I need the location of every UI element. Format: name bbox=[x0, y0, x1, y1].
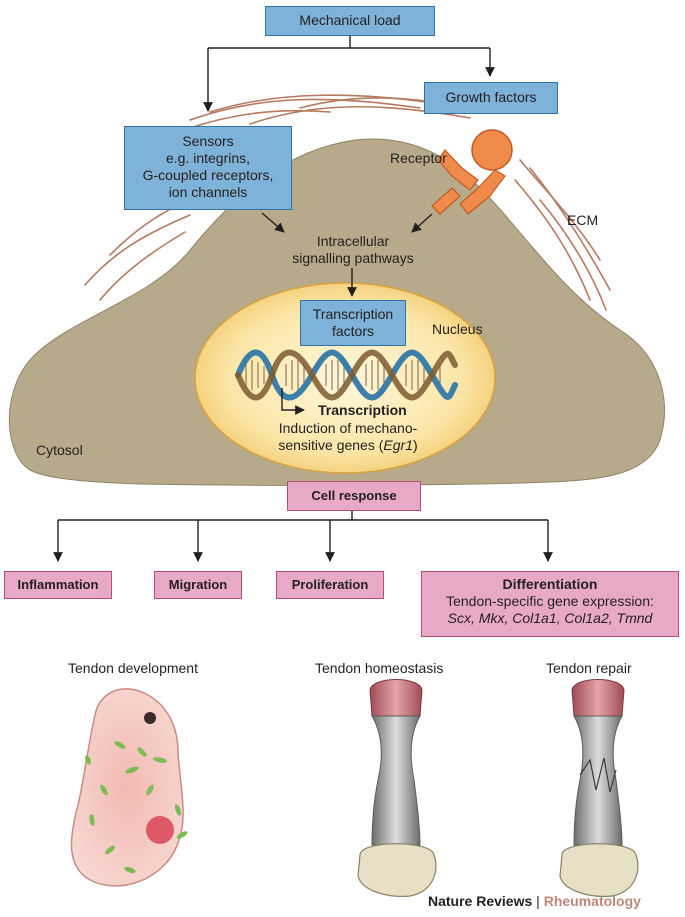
sensors-line-4: ion channels bbox=[168, 184, 248, 200]
induction-line-1: Induction of mechano- bbox=[278, 420, 418, 436]
gene-mkx: Mkx bbox=[478, 610, 505, 626]
sensors-line-1: Sensors bbox=[182, 133, 234, 149]
differentiation-text: Tendon-specific gene expression: bbox=[446, 593, 654, 609]
nucleus-label: Nucleus bbox=[432, 321, 483, 337]
cell-response-label: Cell response bbox=[311, 488, 397, 503]
gene-tmnd: Tmnd bbox=[616, 610, 653, 626]
induction-text: sensitive genes ( bbox=[278, 437, 384, 453]
credit-separator: | bbox=[536, 893, 540, 909]
nucleus-shape bbox=[194, 282, 496, 474]
cytosol-label: Cytosol bbox=[36, 442, 83, 458]
tendon-development-label: Tendon development bbox=[68, 660, 198, 676]
ecm-label: ECM bbox=[567, 212, 599, 228]
credit-section: Rheumatology bbox=[543, 893, 641, 909]
receptor-protein bbox=[431, 129, 513, 215]
sensors-box: Sensors e.g. integrins, G-coupled recept… bbox=[124, 126, 292, 210]
gene-col1a2: Col1a2 bbox=[564, 610, 609, 626]
induction-label: Induction of mechano- sensitive genes (E… bbox=[262, 420, 434, 454]
cell-response-box: Cell response bbox=[287, 481, 421, 511]
growth-factors-label: Growth factors bbox=[445, 89, 537, 105]
differentiation-title: Differentiation bbox=[502, 576, 598, 592]
transcription-arrow bbox=[281, 388, 305, 415]
transcription-factors-box: Transcription factors bbox=[300, 300, 406, 346]
transcription-factors-line-1: Transcription bbox=[312, 306, 394, 322]
gene-scx: Scx bbox=[447, 610, 471, 626]
intracellular-label: Intracellular signalling pathways bbox=[270, 233, 436, 267]
embryo-illustration bbox=[70, 688, 188, 887]
proliferation-box: Proliferation bbox=[276, 571, 384, 599]
tendon-repair-label: Tendon repair bbox=[546, 660, 632, 676]
tendon-homeostasis-illustration bbox=[357, 679, 437, 897]
differentiation-box: Differentiation Tendon-specific gene exp… bbox=[421, 571, 679, 637]
tendon-homeostasis-label: Tendon homeostasis bbox=[315, 660, 444, 676]
inflammation-box: Inflammation bbox=[4, 571, 112, 599]
sensors-line-2: e.g. integrins, bbox=[165, 150, 251, 166]
dna-helix bbox=[235, 349, 458, 401]
mechanical-load-box: Mechanical load bbox=[265, 6, 435, 36]
intracellular-line-1: Intracellular bbox=[316, 233, 390, 249]
mechanical-load-label: Mechanical load bbox=[299, 12, 401, 28]
transcription-label: Transcription bbox=[318, 402, 407, 418]
gene-list: Scx, Mkx, Col1a1, Col1a2, Tmnd bbox=[447, 610, 653, 626]
induction-close: ) bbox=[412, 437, 418, 453]
egr1-gene: Egr1 bbox=[383, 437, 413, 453]
migration-label: Migration bbox=[168, 577, 228, 592]
sensors-line-3: G-coupled receptors, bbox=[142, 167, 274, 183]
receptor-label: Receptor bbox=[390, 150, 447, 166]
gene-col1a1: Col1a1 bbox=[512, 610, 557, 626]
tendon-repair-illustration bbox=[559, 679, 639, 897]
transcription-factors-line-2: factors bbox=[331, 323, 374, 339]
proliferation-label: Proliferation bbox=[291, 577, 369, 592]
induction-line-2: sensitive genes (Egr1) bbox=[262, 437, 434, 454]
inflammation-label: Inflammation bbox=[17, 577, 99, 592]
credit-journal: Nature Reviews bbox=[428, 893, 533, 909]
migration-box: Migration bbox=[154, 571, 242, 599]
flow-arrows bbox=[53, 35, 553, 562]
intracellular-line-2: signalling pathways bbox=[292, 250, 414, 266]
journal-credit: Nature Reviews | Rheumatology bbox=[428, 893, 641, 909]
growth-factors-box: Growth factors bbox=[424, 82, 558, 114]
